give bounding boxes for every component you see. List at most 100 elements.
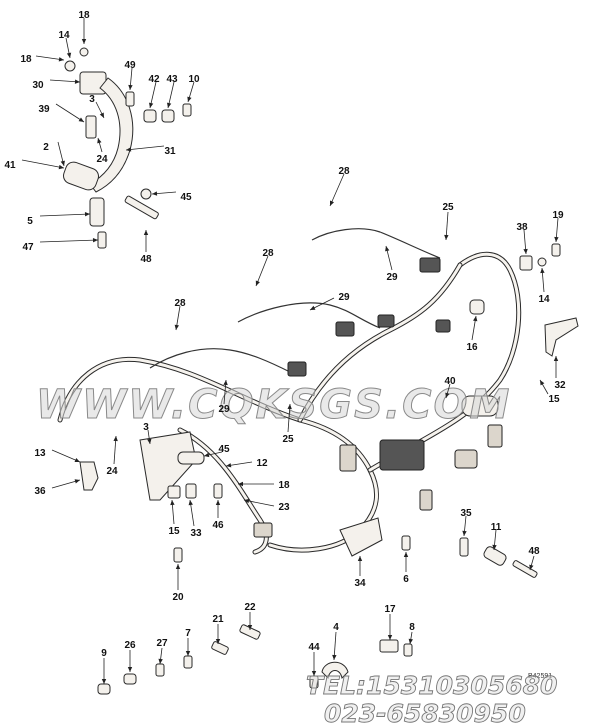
- nut-26: [123, 673, 137, 685]
- watermark-phone: 023-65830950: [324, 699, 526, 728]
- callout-arrowhead: [113, 436, 118, 442]
- hardware: [79, 243, 579, 695]
- callout-number: 47: [22, 242, 34, 253]
- connector-h: [487, 424, 503, 448]
- callout-arrowhead: [444, 234, 449, 240]
- block-15: [167, 485, 181, 499]
- callout-arrowhead: [215, 500, 221, 505]
- callout-leader: [21, 159, 65, 169]
- callout-number: 49: [124, 60, 136, 71]
- callout-number: 8: [409, 622, 415, 633]
- clip-36: [79, 461, 99, 491]
- callout-arrowhead: [148, 102, 154, 108]
- callout-number: 35: [460, 508, 472, 519]
- connector-g: [454, 449, 478, 469]
- clamp-4: [321, 661, 349, 680]
- washer-18-left: [64, 60, 76, 72]
- callout-number: 43: [166, 74, 178, 85]
- callout-leader: [55, 103, 85, 123]
- callout-number: 39: [38, 104, 50, 115]
- callout-number: 41: [4, 160, 16, 171]
- callout-number: 9: [101, 648, 107, 659]
- bracket-3-lower: [139, 431, 197, 501]
- bushing: [89, 197, 105, 227]
- connector-j: [419, 489, 433, 511]
- callout-number: 16: [466, 342, 478, 353]
- callout-number: 42: [148, 74, 160, 85]
- screw-10: [182, 103, 192, 117]
- callout-arrowhead: [147, 438, 152, 444]
- callout-arrowhead: [74, 79, 80, 84]
- connector-i: [253, 522, 273, 538]
- callout-number: 29: [386, 272, 398, 283]
- callout-number: 14: [58, 30, 70, 41]
- callout-arrowhead: [408, 638, 413, 644]
- connector-a: [335, 321, 355, 337]
- callout-arrowhead: [97, 138, 102, 144]
- callout-arrowhead: [244, 498, 250, 504]
- callout-number: 10: [188, 74, 200, 85]
- callout-number: 18: [78, 10, 90, 21]
- connector-cluster: [379, 439, 425, 471]
- callout-number: 14: [538, 294, 550, 305]
- pin-45-lower: [177, 451, 205, 465]
- callout-number: 29: [218, 404, 230, 415]
- callout-arrowhead: [529, 564, 534, 570]
- sleeve-40: [461, 395, 499, 417]
- drawing-code: B42591: [528, 673, 552, 680]
- callout-number: 48: [528, 546, 540, 557]
- callout-number: 28: [174, 298, 186, 309]
- nut-43: [161, 109, 175, 123]
- callout-number: 21: [212, 614, 224, 625]
- bolt-21: [211, 641, 229, 655]
- callout-arrowhead: [166, 102, 172, 108]
- callout-arrowhead: [445, 392, 450, 398]
- callout-number: 31: [164, 146, 176, 157]
- callout-arrowhead: [287, 404, 292, 410]
- callout-number: 29: [338, 292, 350, 303]
- callout-number: 15: [168, 526, 180, 537]
- bolt-7: [183, 655, 193, 669]
- callout-arrowhead: [185, 651, 191, 656]
- connector-c: [419, 257, 441, 273]
- callout-arrowhead: [60, 160, 65, 166]
- callout-number: 4: [333, 622, 339, 633]
- callout-arrowhead: [357, 556, 363, 561]
- callout-arrowhead: [329, 200, 335, 206]
- callout-arrowhead: [187, 96, 192, 102]
- bolt-48-lower: [512, 560, 538, 578]
- callout-number: 28: [338, 166, 350, 177]
- callout-number: 38: [516, 222, 528, 233]
- callout-arrowhead: [175, 564, 181, 569]
- sub-harness-mid-28: [237, 302, 381, 329]
- callout-arrowhead: [238, 481, 243, 487]
- callout-number: 32: [554, 380, 566, 391]
- callout-leader: [51, 449, 81, 463]
- callout-leader: [243, 499, 275, 507]
- callout-arrowhead: [247, 625, 253, 630]
- callout-arrowhead: [226, 463, 232, 468]
- callout-number: 18: [20, 54, 32, 65]
- bolt-6: [401, 535, 411, 551]
- callout-number: 5: [27, 216, 33, 227]
- connector-d: [435, 319, 451, 333]
- bolt-27: [155, 663, 165, 677]
- bracket-assembly: [63, 47, 192, 249]
- watermark-site: WWW.CQKSGS.COM: [36, 382, 511, 428]
- callout-number: 15: [548, 394, 560, 405]
- callout-arrowhead: [66, 52, 72, 58]
- callout-arrowhead: [127, 667, 133, 672]
- callout-number: 17: [384, 604, 396, 615]
- callout-arrowhead: [78, 117, 84, 122]
- callout-number: 26: [124, 640, 136, 651]
- clip-17: [379, 639, 399, 653]
- callout-arrowhead: [473, 316, 478, 322]
- callout-number: 23: [278, 502, 290, 513]
- callout-arrowhead: [492, 544, 497, 550]
- nut-42: [143, 109, 157, 123]
- callout-arrowhead: [92, 237, 98, 243]
- connector-b: [377, 314, 395, 328]
- callout-number: 44: [308, 642, 320, 653]
- callout-arrowhead: [81, 39, 87, 44]
